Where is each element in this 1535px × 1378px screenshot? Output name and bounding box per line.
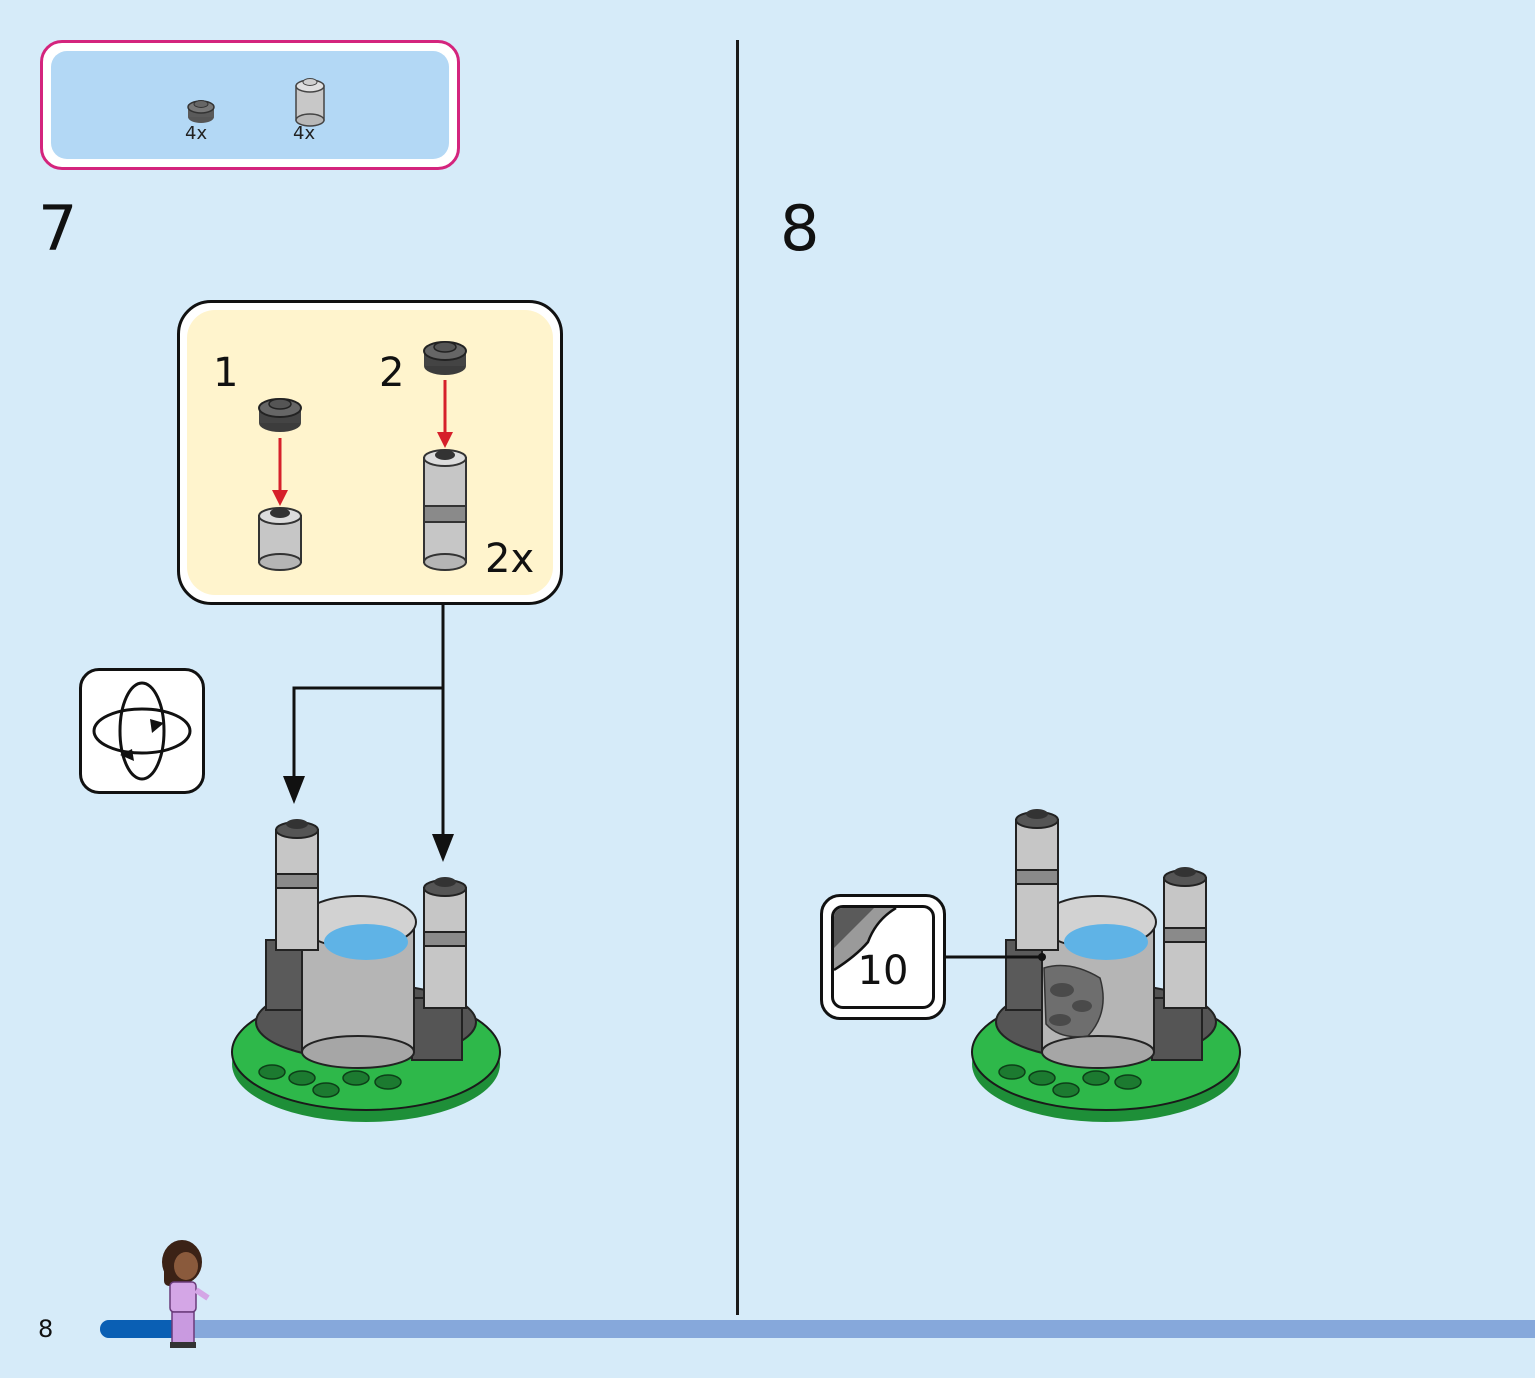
submodel-multiplier: 2x xyxy=(485,536,535,582)
step-8-model xyxy=(971,809,1241,1122)
substep-1-plate xyxy=(258,398,302,432)
progress-fill xyxy=(100,1320,186,1338)
page-number: 8 xyxy=(38,1315,54,1343)
parts-list-panel: 4x 4x xyxy=(51,51,449,159)
step-8-left-column xyxy=(1015,809,1059,951)
applied-sticker-10 xyxy=(1043,964,1104,1038)
substep-2-plate xyxy=(423,341,467,375)
step-8-right-column xyxy=(1163,867,1207,1009)
submodel-callout: 1 2 2x xyxy=(177,300,563,605)
substep-label-2: 2 xyxy=(379,350,405,396)
progress-track xyxy=(100,1320,1535,1338)
substep-2-column xyxy=(423,449,467,571)
step-7-left-column xyxy=(275,819,319,951)
part-count-dark-plate: 4x xyxy=(185,123,208,144)
submodel-panel: 1 2 2x xyxy=(187,310,553,595)
sticker-panel: 10 xyxy=(831,905,935,1009)
step-7-right-column xyxy=(423,877,467,1009)
step-number-7: 7 xyxy=(38,192,78,265)
minifigure-progress-marker xyxy=(162,1240,210,1348)
part-count-light-brick: 4x xyxy=(293,123,316,144)
parts-list-callout: 4x 4x xyxy=(40,40,460,170)
step-number-8: 8 xyxy=(780,192,820,265)
substep-1-brick xyxy=(258,507,302,571)
sticker-callout: 10 xyxy=(820,894,946,1020)
dark-gray-round-plate-icon xyxy=(187,100,215,123)
sticker-number: 10 xyxy=(857,948,909,994)
submodel-illustration xyxy=(258,341,467,571)
light-gray-round-brick-icon xyxy=(295,78,325,127)
sticker-icon xyxy=(834,908,897,972)
rotate-model-icon xyxy=(92,681,192,781)
step-divider xyxy=(736,40,739,1315)
step-7-model xyxy=(231,819,501,1122)
rotate-model-callout xyxy=(79,668,205,794)
substep-label-1: 1 xyxy=(213,350,239,396)
